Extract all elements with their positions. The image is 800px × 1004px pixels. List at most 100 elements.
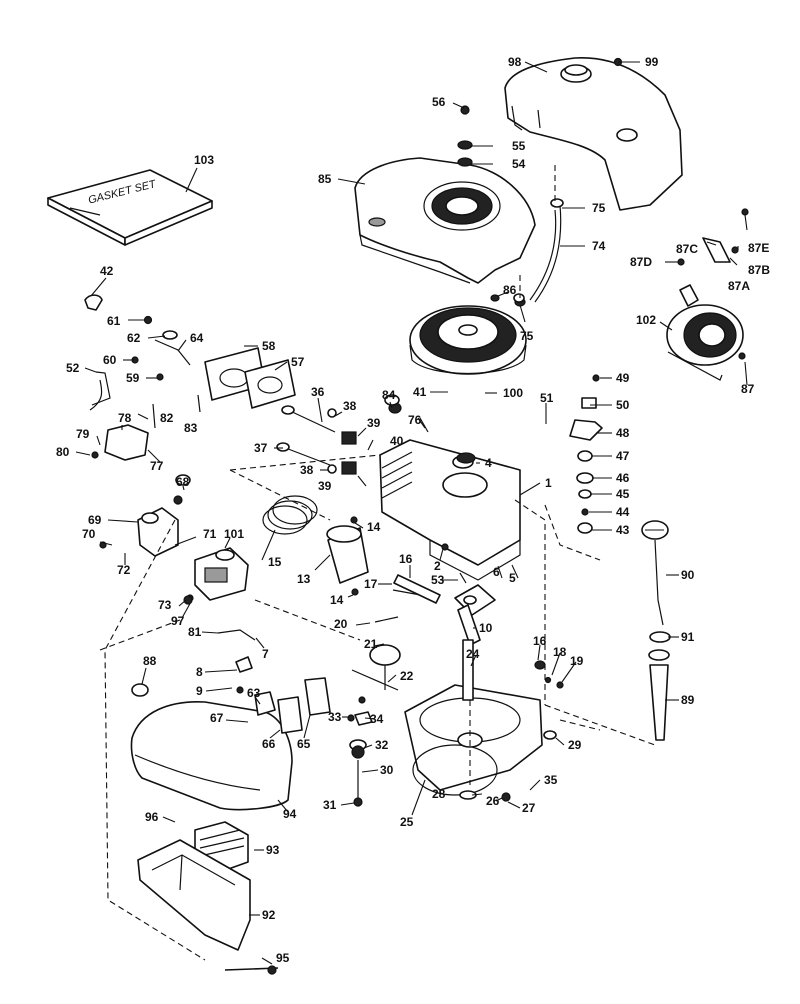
callout-39-top: 39: [367, 416, 381, 430]
callout-89: 89: [681, 693, 695, 707]
callout-31: 31: [323, 798, 337, 812]
callout-46: 46: [616, 471, 630, 485]
callout-92: 92: [262, 908, 276, 922]
cylinder-head-gasket-plate: [204, 347, 296, 409]
callout-2: 2: [434, 559, 441, 573]
callout-74: 74: [592, 239, 606, 253]
oil-fill-tube: [648, 631, 671, 741]
callout-60: 60: [103, 353, 117, 367]
callout-87: 87: [741, 382, 755, 396]
mounting-hardware: [84, 105, 749, 975]
callout-97: 97: [171, 614, 185, 628]
callout-39-bottom: 39: [318, 479, 332, 493]
callout-99: 99: [645, 55, 659, 69]
recoil-starter: [666, 284, 744, 381]
callout-75-bottom: 75: [520, 329, 534, 343]
callout-27: 27: [522, 801, 536, 815]
callout-81: 81: [188, 625, 202, 639]
callout-87E: 87E: [748, 241, 769, 255]
callout-62: 62: [127, 331, 141, 345]
callout-57: 57: [291, 355, 305, 369]
callout-5: 5: [509, 571, 516, 585]
callout-15: 15: [268, 555, 282, 569]
callout-87B: 87B: [748, 263, 770, 277]
callout-67: 67: [210, 711, 224, 725]
callout-37: 37: [254, 441, 268, 455]
callout-76: 76: [408, 413, 422, 427]
callout-32: 32: [375, 738, 389, 752]
callout-79: 79: [76, 427, 90, 441]
callout-77: 77: [150, 459, 164, 473]
callout-59: 59: [126, 371, 140, 385]
callout-38-top: 38: [343, 399, 357, 413]
callout-20: 20: [334, 617, 348, 631]
callout-55: 55: [512, 139, 526, 153]
callout-4: 4: [485, 456, 492, 470]
callout-48: 48: [616, 426, 630, 440]
callout-78: 78: [118, 411, 132, 425]
callout-73: 73: [158, 598, 172, 612]
callout-94: 94: [283, 807, 297, 821]
blower-housing: [354, 157, 536, 284]
callout-22: 22: [400, 669, 414, 683]
callout-35: 35: [544, 773, 558, 787]
fuel-tank: [504, 57, 683, 211]
callout-42: 42: [100, 264, 114, 278]
callout-87A: 87A: [728, 279, 750, 293]
callout-49: 49: [616, 371, 630, 385]
callout-16-bottom: 16: [533, 634, 547, 648]
callout-87D: 87D: [630, 255, 652, 269]
callout-53: 53: [431, 573, 445, 587]
callout-45: 45: [616, 487, 630, 501]
callout-34: 34: [370, 712, 384, 726]
callout-10: 10: [479, 621, 493, 635]
callout-93: 93: [266, 843, 280, 857]
callout-33: 33: [328, 710, 342, 724]
callout-91: 91: [681, 630, 695, 644]
callout-56: 56: [432, 95, 446, 109]
callout-labels: 99 98 56 55 54 103 85 75 74 42 86 75 61 …: [56, 55, 770, 965]
crankshaft: [454, 584, 496, 701]
callout-82: 82: [160, 411, 174, 425]
callout-61: 61: [107, 314, 121, 328]
callout-7: 7: [262, 647, 269, 661]
oil-dipstick: [641, 520, 669, 626]
callout-26: 26: [486, 794, 500, 808]
callout-88: 88: [143, 654, 157, 668]
callout-21: 21: [364, 637, 378, 651]
callout-54: 54: [512, 157, 526, 171]
valves-and-springs: [276, 405, 357, 475]
callout-19: 19: [570, 654, 584, 668]
callout-8: 8: [196, 665, 203, 679]
callout-58: 58: [262, 339, 276, 353]
air-cleaner-base: [137, 839, 251, 951]
callout-72: 72: [117, 563, 131, 577]
callout-69: 69: [88, 513, 102, 527]
gasket-set-box: GASKET SET: [47, 169, 213, 246]
crankcase-sump: [404, 684, 543, 796]
callout-102: 102: [636, 313, 656, 327]
callout-100: 100: [503, 386, 523, 400]
callout-13: 13: [297, 572, 311, 586]
callout-65: 65: [297, 737, 311, 751]
callout-17: 17: [364, 577, 378, 591]
callout-25: 25: [400, 815, 414, 829]
callout-29: 29: [568, 738, 582, 752]
callout-18: 18: [553, 645, 567, 659]
callout-9: 9: [196, 684, 203, 698]
flywheel: [409, 305, 527, 375]
piston: [326, 525, 369, 584]
piston-rings: [262, 495, 318, 535]
callout-96: 96: [145, 810, 159, 824]
callout-44: 44: [616, 505, 630, 519]
callout-90: 90: [681, 568, 695, 582]
callout-98: 98: [508, 55, 522, 69]
callout-101: 101: [224, 527, 244, 541]
callout-16-top: 16: [399, 552, 413, 566]
callout-14-bottom: 14: [330, 593, 344, 607]
air-cleaner-cover: [130, 701, 293, 811]
callout-95: 95: [276, 951, 290, 965]
callout-84: 84: [382, 388, 396, 402]
carburetor: [194, 547, 249, 601]
